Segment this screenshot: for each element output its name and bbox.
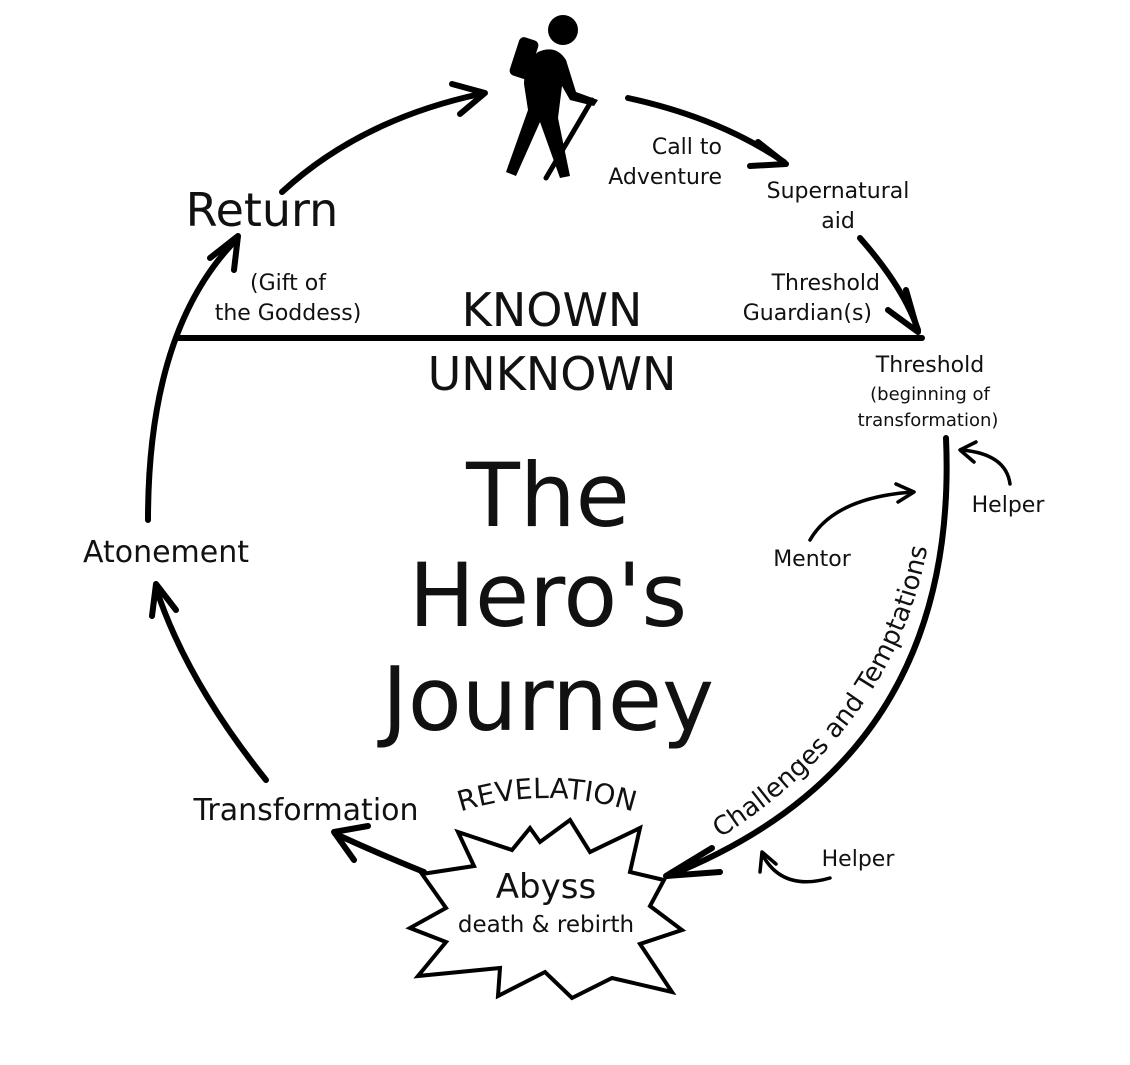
helper-top-label: Helper (972, 493, 1046, 518)
title-line-2: Hero's (409, 544, 687, 647)
gift-label-line-1: (Gift of (250, 271, 327, 296)
challenges-label: Challenges and Temptations (707, 543, 934, 844)
arrowhead-supernatural-to-threshold (885, 287, 921, 335)
title-line-1: The (465, 444, 630, 547)
arrow-threshold-to-abyss (665, 435, 950, 879)
center-title: The Hero's Journey (377, 444, 714, 751)
arrow-helper-bottom (760, 852, 832, 884)
threshold-guardian-line-1: Threshold (771, 271, 880, 296)
arrow-transformation-to-atonement (153, 585, 269, 783)
abyss-note-label: death & rebirth (458, 912, 634, 938)
threshold-note-line-2: transformation) (858, 410, 999, 431)
supernatural-aid-line-1: Supernatural (767, 179, 910, 204)
helper-bottom-label: Helper (822, 847, 896, 872)
title-line-3: Journey (377, 648, 714, 751)
threshold-label: Threshold (875, 353, 984, 378)
known-label: KNOWN (462, 283, 643, 337)
atonement-label: Atonement (83, 535, 249, 570)
abyss-label: Abyss (496, 867, 596, 907)
arrowhead-transformation-to-atonement (149, 581, 179, 619)
transformation-label: Transformation (192, 793, 418, 828)
arrowhead-threshold-to-abyss (663, 845, 723, 879)
mentor-label: Mentor (773, 547, 852, 572)
hiker-icon (506, 15, 598, 181)
call-to-adventure-line-1: Call to (652, 135, 722, 160)
arrowhead-hero-to-supernatural (747, 139, 789, 169)
unknown-label: UNKNOWN (428, 347, 677, 401)
call-to-adventure-line-2: Adventure (608, 165, 722, 190)
arrowhead-atonement-to-return (207, 233, 241, 273)
arrowhead-helper-top (958, 440, 978, 464)
threshold-guardian-line-2: Guardian(s) (743, 301, 872, 326)
gift-label-line-2: the Goddess) (215, 301, 362, 326)
arrowhead-helper-bottom (758, 850, 778, 874)
threshold-note-line-1: (beginning of (870, 384, 990, 405)
arrowhead-return-to-hero (449, 81, 488, 117)
arrow-abyss-to-transformation (337, 833, 427, 875)
arrow-mentor (808, 490, 914, 542)
return-label: Return (186, 183, 339, 237)
cycle-arrows (145, 81, 1012, 884)
arrow-return-to-hero (279, 91, 483, 195)
arrowhead-mentor (894, 482, 916, 504)
abyss-starburst (405, 817, 687, 1001)
revelation-label: REVELATION (453, 772, 640, 818)
arrow-helper-top (960, 448, 1012, 486)
arrowhead-abyss-to-transformation (331, 823, 371, 863)
supernatural-aid-line-2: aid (821, 209, 855, 234)
arrow-atonement-to-return (145, 237, 239, 523)
